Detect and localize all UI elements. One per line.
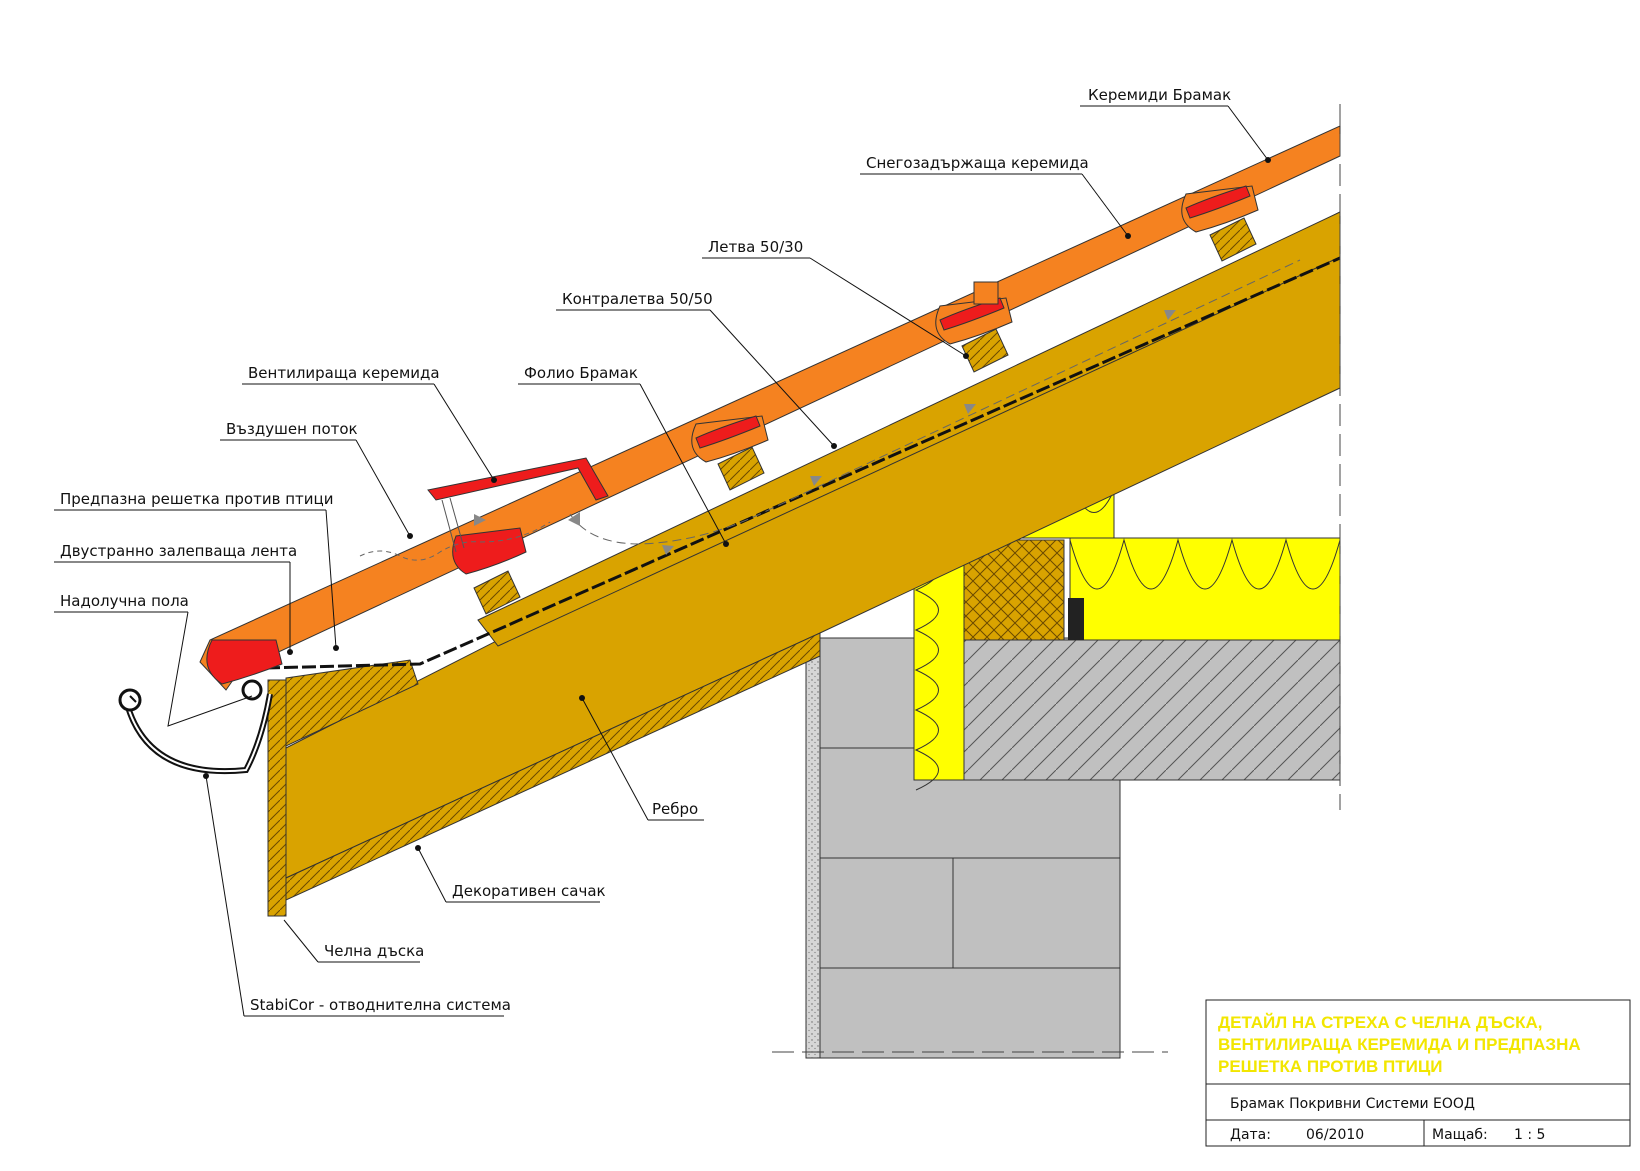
svg-text:Предпазна решетка против птици: Предпазна решетка против птици [60,490,333,508]
svg-text:Фолио Брамак: Фолио Брамак [524,364,638,382]
svg-text:Летва 50/30: Летва 50/30 [708,238,803,256]
label-dvustranno-lenta: Двустранно залепваща лента [54,542,297,655]
svg-text:Контралетва 50/50: Контралетва 50/50 [562,290,713,308]
svg-text:Декоративен сачак: Декоративен сачак [452,882,606,900]
label-folio: Фолио Брамак [518,364,729,547]
angle-bracket [1068,598,1084,640]
label-chelna-daska: Челна дъска [283,919,424,963]
svg-text:Снегозадържаща керемида: Снегозадържаща керемида [866,154,1089,172]
air-flow [359,259,1301,561]
title-line-1: ДЕТАЙЛ НА СТРЕХА С ЧЕЛНА ДЪСКА, [1218,1013,1542,1032]
svg-text:StabiCor - отводнителна систем: StabiCor - отводнителна система [250,996,511,1014]
svg-text:Двустранно залепваща лента: Двустранно залепваща лента [60,542,297,560]
svg-text:Керемиди Брамак: Керемиди Брамак [1088,86,1231,104]
date-value: 06/2010 [1306,1127,1364,1143]
concrete-slab [963,639,1341,781]
ventilation-tile [427,457,609,553]
label-dekorativen-sachak: Декоративен сачак [415,845,606,903]
company-name: Брамак Покривни Системи ЕООД [1230,1096,1475,1112]
fascia-board [267,679,287,917]
svg-text:Челна дъска: Челна дъска [324,942,424,960]
label-nadoluchna-pola: Надолучна пола [54,592,253,727]
label-kontraletva: Контралетва 50/50 [556,290,837,449]
scale-value: 1 : 5 [1514,1127,1545,1143]
label-predpazna-reshetka: Предпазна решетка против птици [54,490,339,651]
gutter [118,679,273,775]
label-vazdushen-potok: Въздушен поток [220,420,413,539]
label-snegozadarzhashta: Снегозадържаща керемида [860,154,1131,239]
label-letva: Летва 50/30 [702,238,969,359]
roof-tiles [199,125,1341,691]
battens [473,217,1257,615]
title-block: ДЕТАЙЛ НА СТРЕХА С ЧЕЛНА ДЪСКА, ВЕНТИЛИР… [1205,999,1631,1147]
svg-text:Вентилираща керемида: Вентилираща керемида [248,364,440,382]
label-rebro: Ребро [579,695,704,821]
label-ventilirashta: Вентилираща керемида [242,364,497,483]
label-stabicor: StabiCor - отводнителна система [203,773,511,1017]
svg-text:Въздушен поток: Въздушен поток [226,420,358,438]
underlay-foil [265,256,1341,670]
svg-text:Ребро: Ребро [652,800,698,818]
date-label: Дата: [1230,1127,1271,1143]
label-keremidi-bramak: Керемиди Брамак [1080,86,1271,163]
svg-text:Надолучна пола: Надолучна пола [60,592,189,610]
title-line-3: РЕШЕТКА ПРОТИВ ПТИЦИ [1218,1057,1442,1076]
title-line-2: ВЕНТИЛИРАЩА КЕРЕМИДА И ПРЕДПАЗНА [1218,1035,1581,1054]
scale-label: Мащаб: [1432,1127,1488,1143]
